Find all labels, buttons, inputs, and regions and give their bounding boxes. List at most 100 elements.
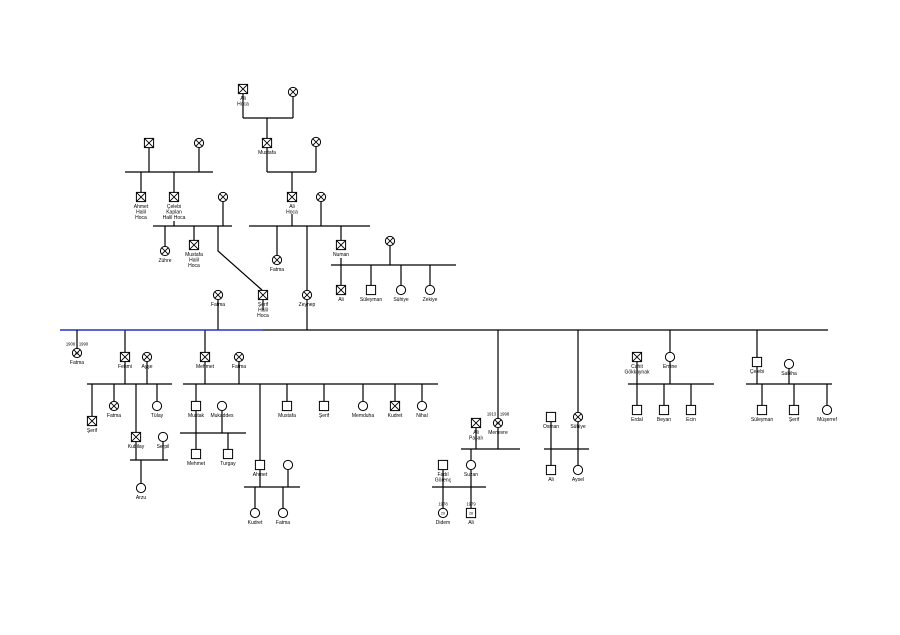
person-serif-s: Şerif: [789, 404, 800, 423]
person-name: Çelebi: [167, 204, 181, 210]
person-name: Hoca: [257, 313, 269, 319]
female-symbol: [424, 284, 436, 296]
person-name: Mehmet: [196, 364, 215, 370]
person-zekiye: Zekiye: [423, 284, 438, 303]
person-name: Suzan: [464, 472, 478, 478]
person-name: Fadıl: [437, 472, 448, 478]
deceased-mark: [214, 291, 222, 299]
deceased-mark: [287, 192, 297, 202]
deceased-mark: [258, 290, 268, 300]
male-symbol: [190, 400, 202, 412]
person-suhiye-o: Sühiye: [570, 411, 586, 430]
person-name: Zekiye: [423, 297, 438, 303]
person-name: Arzu: [136, 495, 147, 501]
person-gp-m: [143, 137, 155, 149]
deceased-mark: [110, 402, 118, 410]
person-name: Erdal: [631, 417, 643, 423]
person-name: Osman: [543, 424, 559, 430]
person-name: Sühiye: [570, 424, 586, 430]
person-mukaddes: Mukaddes: [210, 400, 234, 419]
deceased-mark: [336, 240, 346, 250]
person-mustafa-top: Mustafa: [258, 137, 276, 156]
person-w-numan: [384, 235, 396, 247]
person-fatma-m: Fatma: [232, 351, 246, 370]
male-symbol: [365, 284, 377, 296]
person-name: Fatma: [270, 267, 284, 273]
person-name: Mustafa: [258, 150, 276, 156]
person-name: Hoca: [237, 102, 249, 108]
deceased-mark: [200, 352, 210, 362]
person-w-ahmet: [282, 459, 294, 471]
deceased-mark: [574, 413, 582, 421]
person-name: Fatma: [107, 413, 121, 419]
person-name: Gökkaynak: [624, 370, 650, 376]
person-name: Çelebi: [750, 369, 764, 375]
deceased-mark: [189, 240, 199, 250]
person-name: Şerif: [87, 428, 98, 434]
person-name: Menevre: [488, 430, 508, 436]
person-name: Mehmet: [187, 461, 206, 467]
person-fehmi: Fehmi: [118, 351, 132, 370]
age-label: 82: [75, 351, 79, 355]
person-name: Ahmet: [134, 204, 149, 210]
deceased-mark: [273, 256, 281, 264]
person-suleyman-n: Süleyman: [360, 284, 382, 303]
deceased-mark: [632, 352, 642, 362]
person-name: Emine: [663, 364, 677, 370]
deceased-mark: [169, 192, 179, 202]
person-name: Kubilay: [128, 444, 145, 450]
person-ahmet-c: Ahmet: [253, 459, 268, 478]
person-celebi-s: Çelebi: [750, 356, 764, 375]
deceased-mark: [131, 432, 141, 442]
person-name: Mukaddes: [210, 413, 234, 419]
life-dates: 1908 - 1990: [66, 342, 89, 347]
deceased-mark: [235, 353, 243, 361]
person-serif-f: Şerif: [87, 415, 98, 434]
person-name: Numan: [333, 252, 349, 258]
person-name: Nihal: [416, 413, 427, 419]
female-symbol: [465, 459, 477, 471]
deceased-mark: [390, 401, 400, 411]
deceased-mark: [312, 138, 320, 146]
female-symbol: [249, 507, 261, 519]
person-ayse: Ayşe: [141, 351, 153, 370]
person-name: Şerif: [258, 302, 269, 308]
person-name: Paşalı: [469, 436, 483, 442]
person-name: Ali: [240, 96, 246, 102]
person-serif-c: Şerif: [319, 400, 330, 419]
person-fatma-b: Fatma: [211, 289, 225, 308]
person-name: Kudret: [248, 520, 263, 526]
person-name: Fatma: [211, 302, 225, 308]
person-name: Halil Hoca: [163, 215, 186, 221]
person-muserref: Müşerref: [817, 404, 837, 423]
person-name: Ali: [338, 297, 344, 303]
male-symbol: [222, 448, 234, 460]
person-memduha: Memduha: [352, 400, 374, 419]
male-symbol: [465, 507, 477, 519]
person-name: Serpil: [157, 444, 170, 450]
female-symbol: [157, 431, 169, 443]
person-zeynep: Zeynep: [299, 289, 316, 308]
relationship-lines: [60, 94, 832, 508]
person-suzan: Suzan: [464, 459, 478, 478]
person-numan: Numan: [333, 239, 349, 258]
person-w-mustafa: [310, 136, 322, 148]
person-name: Zeynep: [299, 302, 316, 308]
male-symbol: [545, 411, 557, 423]
person-name: Ecin: [686, 417, 696, 423]
deceased-mark: [161, 247, 169, 255]
person-name: Halil: [136, 210, 146, 216]
person-serpil: Serpil: [157, 431, 170, 450]
person-name: Ali: [548, 477, 554, 483]
age-label: 29: [441, 511, 445, 515]
person-name: Ayşe: [141, 364, 152, 370]
deceased-mark: [262, 138, 272, 148]
person-w-alihoca2: [315, 191, 327, 203]
deceased-mark: [471, 418, 481, 428]
male-symbol: [254, 459, 266, 471]
